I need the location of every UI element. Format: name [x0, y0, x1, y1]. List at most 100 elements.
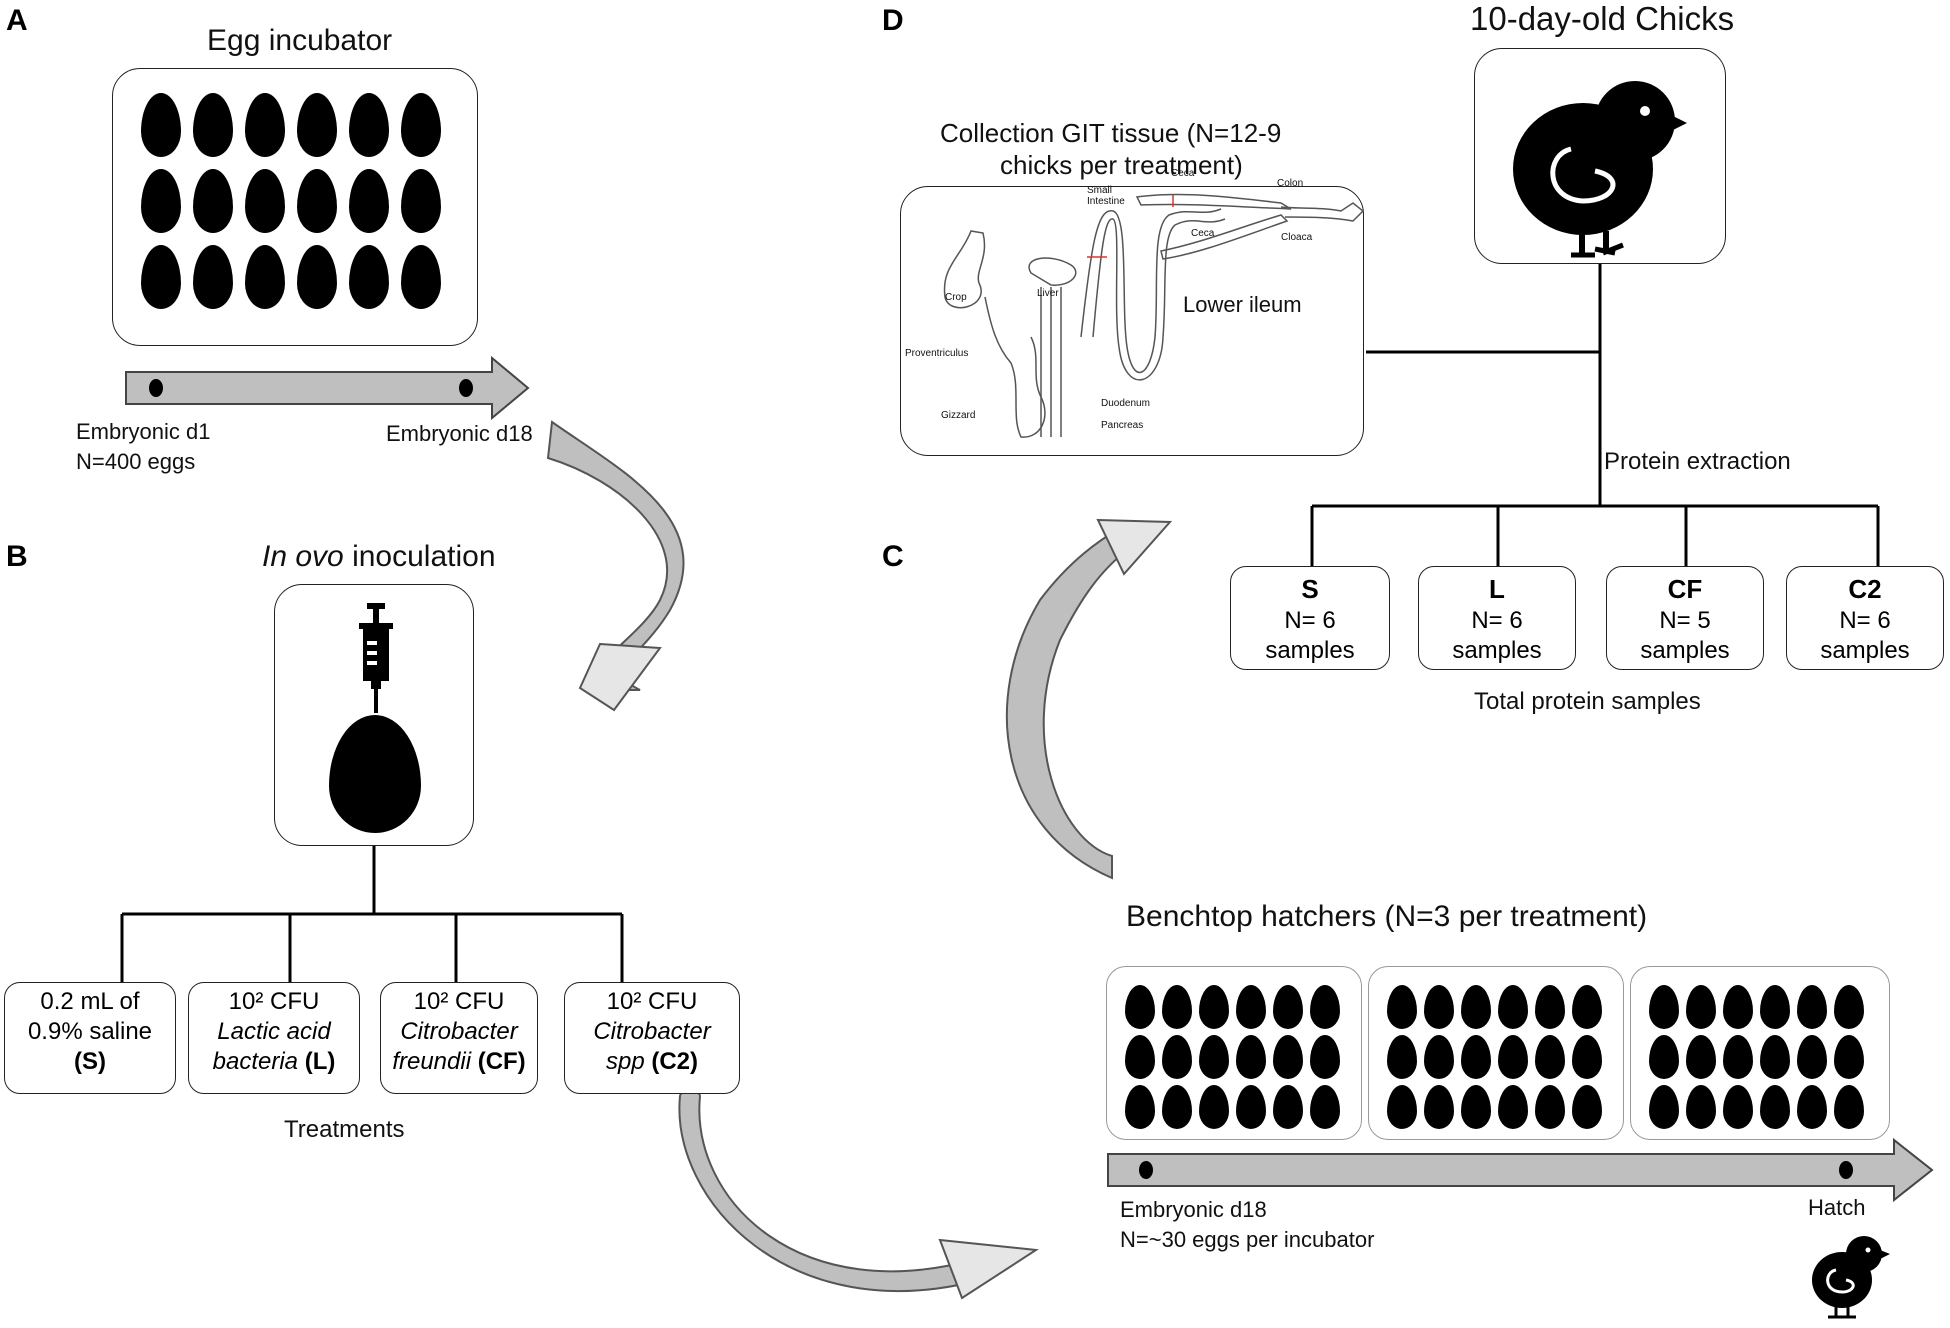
- egg-icon: [193, 245, 233, 309]
- syringe-icon: [359, 603, 393, 713]
- git-label-pancreas: Pancreas: [1101, 420, 1144, 431]
- egg-icon: [141, 245, 181, 309]
- egg-icon: [401, 245, 441, 309]
- egg-icon: [297, 93, 337, 157]
- git-label-gizzard: Gizzard: [941, 410, 976, 421]
- sample-box-s: S N= 6 samples: [1230, 566, 1390, 670]
- egg-icon: [1199, 1085, 1229, 1129]
- egg-icon: [1760, 1035, 1790, 1079]
- git-title-line2: chicks per treatment): [1000, 150, 1243, 180]
- egg-icon: [1723, 1085, 1753, 1129]
- sample-l-n: N= 6: [1471, 606, 1523, 634]
- sample-c2-n: N= 6: [1839, 606, 1891, 634]
- treatment-cf-code: (CF): [471, 1048, 526, 1075]
- egg-icon: [297, 245, 337, 309]
- egg-icon: [1686, 1085, 1716, 1129]
- egg-icon: [193, 93, 233, 157]
- sample-cf-code: CF: [1667, 574, 1703, 604]
- git-title-line1: Collection GIT tissue (N=12-9: [940, 118, 1282, 148]
- egg-icon: [401, 169, 441, 233]
- treatment-box-cf: 10² CFU Citrobacter freundii (CF): [380, 982, 538, 1094]
- egg-icon: [141, 93, 181, 157]
- timeline-arrow-icon: [125, 355, 530, 421]
- egg-icon: [1424, 1035, 1454, 1079]
- egg-icon: [1649, 1085, 1679, 1129]
- treatment-l-line1: 10² CFU: [228, 988, 320, 1015]
- ceca-top-shape: [1135, 193, 1292, 210]
- timeline-c-end-label: Hatch: [1808, 1195, 1866, 1220]
- egg-icon: [245, 93, 285, 157]
- egg-icon: [1125, 1085, 1155, 1129]
- egg-icon: [1162, 985, 1192, 1029]
- egg-icon: [1572, 1035, 1602, 1079]
- egg-icon: [1125, 985, 1155, 1029]
- egg-icon: [1498, 1085, 1528, 1129]
- treatment-cf-line1: 10² CFU: [413, 988, 505, 1015]
- treatment-c2-line1: 10² CFU: [606, 988, 698, 1015]
- colon-shape: [1280, 202, 1365, 222]
- sample-s-code: S: [1301, 574, 1319, 604]
- egg-icon: [1310, 1085, 1340, 1129]
- egg-icon: [1797, 985, 1827, 1029]
- treatment-cf-line2: Citrobacter: [400, 1018, 518, 1045]
- sample-cf-n: N= 5: [1659, 606, 1711, 634]
- inoculation-title: In ovo inoculation: [262, 540, 496, 574]
- git-label-colon: Colon: [1277, 178, 1304, 189]
- treatment-s-line2: 0.9% saline: [27, 1018, 153, 1045]
- inoculation-title-italic: In ovo: [262, 540, 344, 573]
- egg-icon: [1760, 1085, 1790, 1129]
- egg-icon: [1760, 985, 1790, 1029]
- panel-label-c: C: [882, 540, 904, 573]
- git-label-proventriculus: Proventriculus: [905, 348, 969, 359]
- git-label-liver: Liver: [1037, 288, 1059, 299]
- egg-icon: [1461, 985, 1491, 1029]
- treatment-c2-line3: spp: [605, 1048, 645, 1075]
- egg-icon: [1199, 985, 1229, 1029]
- sample-box-cf: CF N= 5 samples: [1606, 566, 1764, 670]
- egg-icon: [1461, 1035, 1491, 1079]
- egg-icon: [1686, 985, 1716, 1029]
- egg-icon: [1535, 1035, 1565, 1079]
- egg-icon: [401, 93, 441, 157]
- egg-icon: [1273, 1035, 1303, 1079]
- sample-s-unit: samples: [1265, 636, 1355, 664]
- egg-icon: [1686, 1035, 1716, 1079]
- egg-icon: [1498, 1035, 1528, 1079]
- git-label-ceca-top: Ceca: [1171, 168, 1195, 179]
- total-protein-caption: Total protein samples: [1474, 688, 1701, 715]
- egg-icon: [1310, 1035, 1340, 1079]
- hatcher-box-2: [1368, 966, 1624, 1140]
- hatcher-box-3: [1630, 966, 1890, 1140]
- treatment-c2-code: (C2): [644, 1048, 699, 1075]
- inoculation-title-rest: inoculation: [343, 540, 496, 573]
- egg-icon: [1236, 985, 1266, 1029]
- egg-icon: [1387, 985, 1417, 1029]
- egg-icon: [1310, 985, 1340, 1029]
- egg-icon: [1461, 1085, 1491, 1129]
- egg-icon: [1649, 985, 1679, 1029]
- egg-incubator-title: Egg incubator: [207, 24, 393, 57]
- ceca-bottom-shape: [1160, 214, 1289, 260]
- hatcher-1-egg-grid: [1125, 985, 1340, 1129]
- egg-icon: [245, 245, 285, 309]
- treatment-s-code: (S): [74, 1048, 106, 1075]
- curved-arrow-icon: [678, 1090, 1039, 1300]
- timeline-c-start-count: N=~30 eggs per incubator: [1120, 1227, 1375, 1252]
- chicks-box: [1474, 48, 1726, 264]
- egg-icon: [1162, 1035, 1192, 1079]
- git-label-lower-ileum: Lower ileum: [1183, 292, 1302, 317]
- timeline-a-end-label: Embryonic d18: [386, 421, 533, 446]
- egg-icon: [1723, 985, 1753, 1029]
- egg-icon: [349, 93, 389, 157]
- egg-icon: [1797, 1035, 1827, 1079]
- egg-icon: [1797, 1085, 1827, 1129]
- sample-c2-code: C2: [1848, 574, 1882, 604]
- egg-icon: [1723, 1035, 1753, 1079]
- treatment-l-line2: Lactic acid: [217, 1018, 331, 1045]
- panel-label-a: A: [6, 4, 28, 37]
- egg-icon: [329, 715, 421, 833]
- egg-icon: [1572, 1085, 1602, 1129]
- chick-icon: [1513, 81, 1687, 258]
- egg-icon: [1535, 985, 1565, 1029]
